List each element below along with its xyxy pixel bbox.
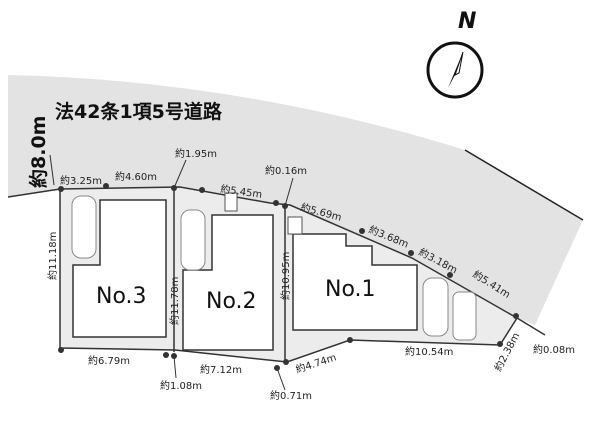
building-no2 — [182, 214, 274, 351]
lot-label-no1: No.1 — [325, 277, 376, 302]
boundary-extension — [7, 188, 61, 198]
dim-label: 約0.16m — [265, 164, 307, 177]
road-area — [8, 75, 583, 325]
steps — [287, 216, 303, 235]
north-label: N — [458, 9, 476, 34]
dim-label: 約11.18m — [46, 232, 59, 280]
dim-label: 約10.54m — [405, 345, 453, 358]
dim-label: 約1.95m — [175, 147, 217, 160]
car-icon — [422, 277, 449, 337]
building-no3 — [72, 199, 167, 338]
dim-label: 約4.60m — [115, 170, 157, 183]
dim-label: 約3.25m — [60, 174, 102, 187]
steps — [224, 192, 238, 212]
dim-label: 約7.12m — [200, 363, 242, 376]
lot-label-no2: No.2 — [206, 289, 257, 314]
car-icon — [452, 291, 477, 341]
dim-label: 約0.08m — [533, 343, 575, 356]
road-name: 法42条1項5号道路 — [55, 100, 223, 123]
lot-label-no3: No.3 — [96, 284, 147, 309]
dim-label: 約1.08m — [160, 379, 202, 392]
car-icon — [180, 209, 206, 271]
north-arrow-icon — [426, 41, 484, 99]
car-icon — [71, 195, 97, 259]
building-no1 — [292, 233, 418, 331]
boundary-extension — [516, 317, 546, 336]
road-width: 約8.0m — [27, 116, 50, 188]
dim-label: 約11.78m — [168, 277, 181, 325]
dim-label: 約0.71m — [270, 389, 312, 402]
dim-label: 約10.95m — [279, 252, 292, 300]
leader-lines — [49, 154, 294, 391]
dim-label: 約6.79m — [88, 354, 130, 367]
road-edge-line — [464, 149, 584, 221]
